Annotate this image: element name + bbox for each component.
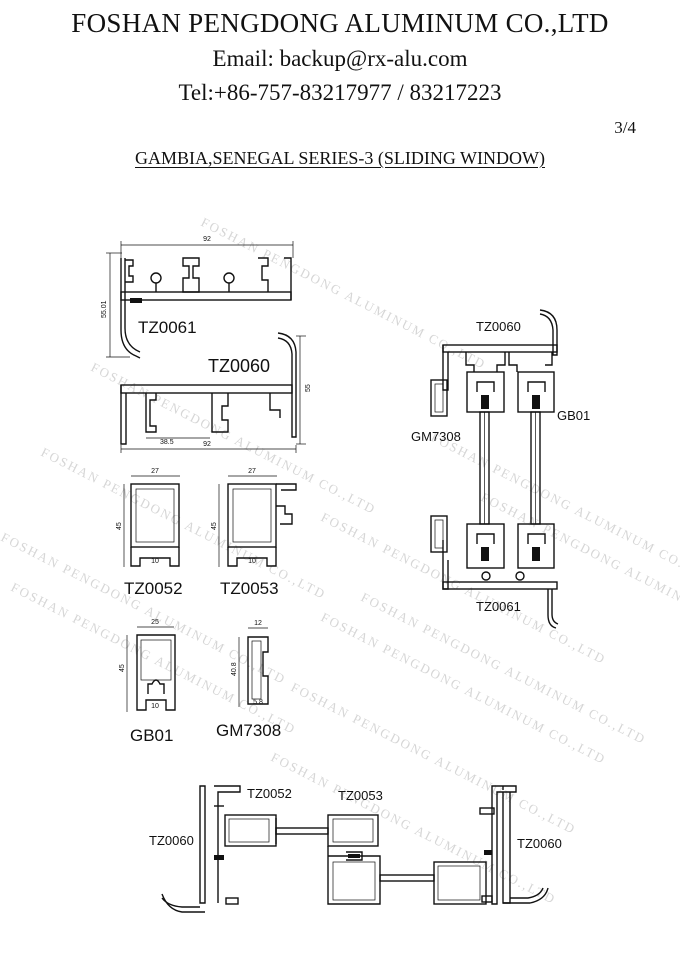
assembly-bottom-label: TZ0061 xyxy=(476,599,521,614)
tz0052-profile: 27 45 10 TZ0052 xyxy=(116,468,183,598)
tz0053-base-dim: 10 xyxy=(248,558,256,565)
tz0052-height-dim: 45 xyxy=(116,522,123,530)
watermark-text: FOSHAN PENGDONG ALUMINUM CO.,LTD xyxy=(199,214,489,372)
tz0060-inner-dim: 38.5 xyxy=(160,439,174,446)
gb01-height-dim: 45 xyxy=(119,664,126,672)
assembly-gb-label: GB01 xyxy=(557,408,590,423)
company-phone: Tel:+86-757-83217977 / 83217223 xyxy=(178,80,502,105)
company-name: FOSHAN PENGDONG ALUMINUM CO.,LTD xyxy=(71,8,609,38)
section-tz0052-label: TZ0052 xyxy=(247,786,292,801)
gm7308-profile: 12 40.8 5.8 GM7308 xyxy=(216,620,281,740)
tz0053-width-dim: 27 xyxy=(248,468,256,475)
horizontal-section: TZ0052 TZ0053 TZ0060 TZ0060 xyxy=(149,785,562,913)
tz0060-height-dim: 55 xyxy=(305,384,312,392)
assembly-section: TZ0060 GM7308 GB01 xyxy=(411,309,590,629)
tz0060-profile: TZ0060 55 38.5 92 xyxy=(120,332,312,453)
section-left-label: TZ0060 xyxy=(149,833,194,848)
assembly-gm-label: GM7308 xyxy=(411,429,461,444)
tz0052-base-dim: 10 xyxy=(151,558,159,565)
gb01-profile: 25 45 10 GB01 xyxy=(119,619,176,745)
company-email: Email: backup@rx-alu.com xyxy=(212,46,468,71)
page-number: 3/4 xyxy=(614,118,636,137)
tz0061-profile: 92 55.01 TZ0061 xyxy=(101,236,294,359)
gm7308-width-dim: 12 xyxy=(254,620,262,627)
tz0061-width-dim: 92 xyxy=(203,236,211,243)
series-title-text: GAMBIA,SENEGAL SERIES-3 (SLIDING WINDOW) xyxy=(135,148,545,168)
gb01-base-dim: 10 xyxy=(151,703,159,710)
gm7308-height-dim: 40.8 xyxy=(231,662,238,676)
tz0052-width-dim: 27 xyxy=(151,468,159,475)
gb01-width-dim: 25 xyxy=(151,619,159,626)
series-title: GAMBIA,SENEGAL SERIES-3 (SLIDING WINDOW) xyxy=(0,148,680,169)
tz0053-label: TZ0053 xyxy=(220,579,279,598)
section-tz0053-label: TZ0053 xyxy=(338,788,383,803)
tz0052-label: TZ0052 xyxy=(124,579,183,598)
gm7308-base-dim: 5.8 xyxy=(253,699,263,706)
tz0053-height-dim: 45 xyxy=(211,522,218,530)
watermark-text: FOSHAN PENGDONG ALUMINUM CO.,LTD xyxy=(289,679,579,837)
gb01-label: GB01 xyxy=(130,726,173,745)
section-right-label: TZ0060 xyxy=(517,836,562,851)
tz0061-height-dim: 55.01 xyxy=(101,300,108,318)
tz0060-width-dim: 92 xyxy=(203,441,211,448)
assembly-top-label: TZ0060 xyxy=(476,319,521,334)
tz0060-label: TZ0060 xyxy=(208,356,270,376)
tz0053-profile: 27 45 10 TZ0053 xyxy=(211,468,297,598)
gm7308-label: GM7308 xyxy=(216,721,281,740)
tz0061-label: TZ0061 xyxy=(138,318,197,337)
